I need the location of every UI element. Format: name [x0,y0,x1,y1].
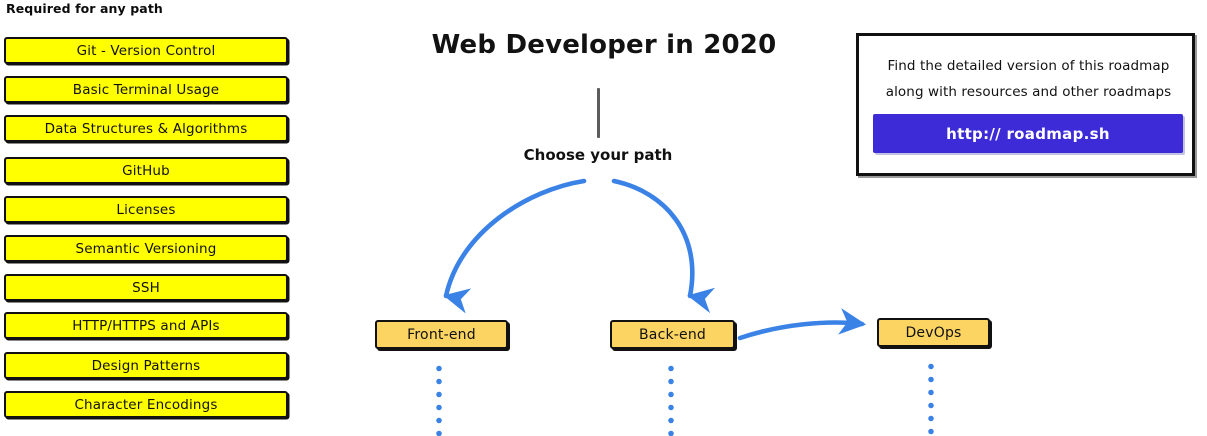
required-item-http-https-and-apis[interactable]: HTTP/HTTPS and APIs [4,312,288,339]
required-item-data-structures-algorithms[interactable]: Data Structures & Algorithms [4,115,288,142]
diagram-title: Web Developer in 2020 [431,30,777,60]
required-item-label: Licenses [116,201,176,218]
required-item-label: Character Encodings [74,396,218,413]
roadmap-info-box: Find the detailed version of this roadma… [856,33,1195,176]
required-item-licenses[interactable]: Licenses [4,196,288,223]
required-item-design-patterns[interactable]: Design Patterns [4,352,288,379]
dotted-connector-devops [928,360,934,436]
required-item-ssh[interactable]: SSH [4,274,288,301]
required-item-label: Data Structures & Algorithms [44,120,248,137]
required-item-label: Design Patterns [91,357,201,374]
required-item-character-encodings[interactable]: Character Encodings [4,391,288,418]
required-item-github[interactable]: GitHub [4,157,288,184]
title-stem-line [597,88,600,138]
required-item-semantic-versioning[interactable]: Semantic Versioning [4,235,288,262]
path-box-devops[interactable]: DevOps [877,318,990,347]
dotted-connector-frontend [436,362,442,436]
path-box-label: Front-end [407,326,476,343]
roadmap-link-label: http:// roadmap.sh [946,124,1110,143]
path-box-label: Back-end [638,326,706,343]
path-box-frontend[interactable]: Front-end [375,320,508,349]
path-box-label: DevOps [905,324,962,341]
required-item-label: HTTP/HTTPS and APIs [72,317,220,334]
required-item-label: SSH [132,279,160,296]
required-skills-column: Required for any path Git - Version Cont… [0,0,300,436]
arrow-backend-to-devops [737,308,867,341]
roadmap-link-button[interactable]: http:// roadmap.sh [873,114,1183,153]
required-item-git-version-control[interactable]: Git - Version Control [4,37,288,64]
path-box-backend[interactable]: Back-end [610,320,735,349]
required-section-heading: Required for any path [6,1,163,16]
required-item-label: Basic Terminal Usage [72,81,220,98]
required-item-label: Semantic Versioning [75,240,217,257]
required-item-basic-terminal-usage[interactable]: Basic Terminal Usage [4,76,288,103]
arrow-to-backend [611,178,716,314]
dotted-connector-backend [668,362,674,436]
info-text-line-1: Find the detailed version of this roadma… [887,58,1170,74]
info-text-line-2: along with resources and other roadmaps [885,84,1172,100]
required-item-label: Git - Version Control [76,42,216,59]
required-item-label: GitHub [122,162,170,179]
choose-path-label: Choose your path [523,146,673,164]
arrow-to-frontend [443,178,587,314]
